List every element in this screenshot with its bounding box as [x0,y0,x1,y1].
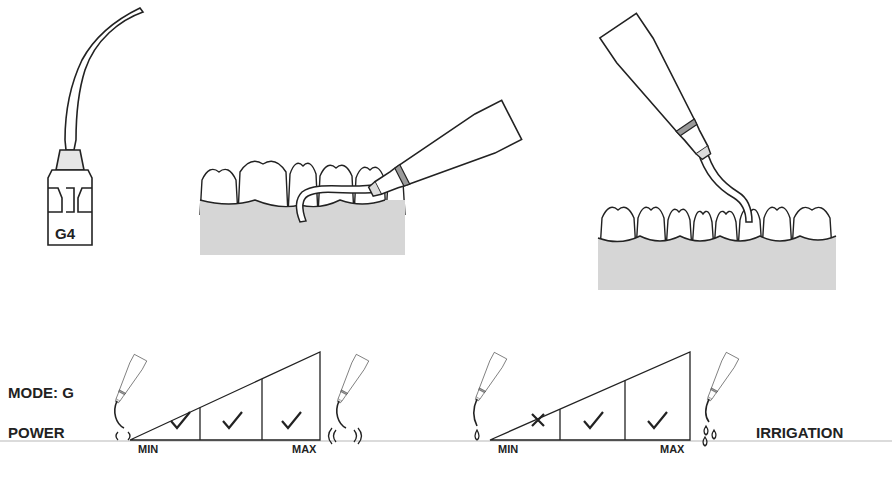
tip-code: G4 [55,226,75,241]
g4-tip [48,8,143,245]
icons [111,352,739,446]
scale-title: POWER [8,425,65,440]
scale-title: IRRIGATION [756,425,843,440]
scale-min: MIN [498,444,518,455]
scale-min: MIN [138,444,158,455]
power-scale [130,352,320,440]
scale-max: MAX [660,444,684,455]
irrigation-scale [490,352,690,440]
mode-label: MODE: G [8,385,74,400]
gum [598,236,836,290]
scale-max: MAX [292,444,316,455]
